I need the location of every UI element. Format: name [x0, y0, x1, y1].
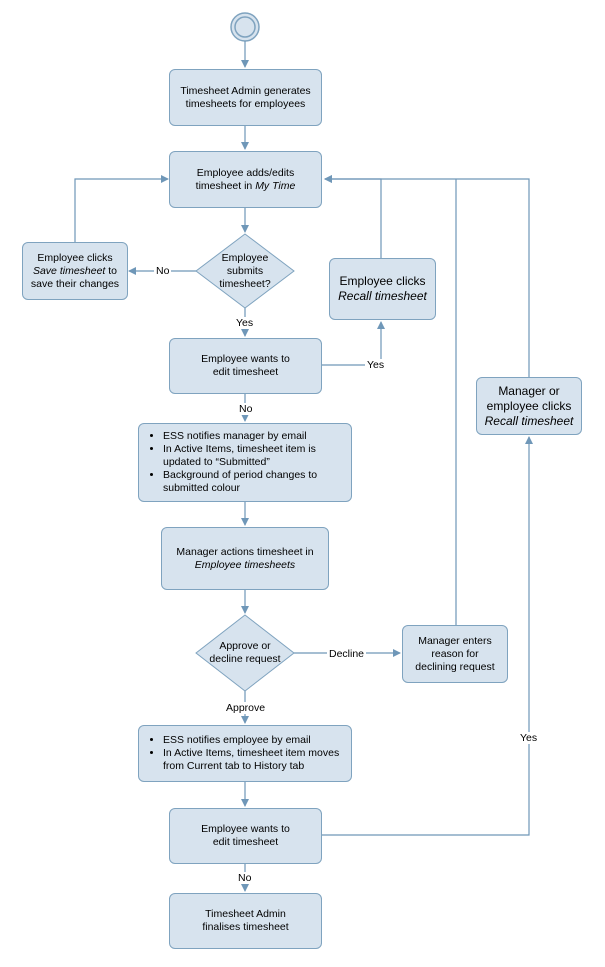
recall-timesheet-text: Recall timesheet	[484, 413, 574, 428]
generate-timesheets-node: Timesheet Admin generates timesheets for…	[169, 69, 322, 126]
employee-wants-edit-node-1: Employee wants to edit timesheet	[169, 338, 322, 394]
node-text-line: edit timesheet	[212, 366, 279, 378]
list-item: ESS notifies manager by email	[163, 430, 343, 443]
edge-label-yes-submit: Yes	[234, 317, 256, 329]
decline-reason-node: Manager enters reason for declining requ…	[402, 625, 508, 683]
edge-label-no-save: No	[154, 265, 172, 277]
decision-text-line: decline request	[209, 653, 281, 665]
employee-wants-edit-node-2: Employee wants to edit timesheet	[169, 808, 322, 864]
edge-recallmgr-adds	[324, 175, 530, 377]
list-item: Background of period changes to submitte…	[163, 469, 343, 495]
edge-label-no-edit-2: No	[236, 872, 254, 884]
node-text-line: Employee wants to	[201, 823, 290, 835]
notify-manager-node: ESS notifies manager by email In Active …	[138, 423, 352, 502]
node-text-line: Employee adds/edits	[196, 166, 295, 179]
employee-recall-node: Employee clicks Recall timesheet	[329, 258, 436, 320]
node-text-line: Employee timesheets	[195, 559, 295, 572]
save-timesheet-text: Save timesheet	[32, 264, 106, 277]
decision-text-line: submits	[226, 264, 264, 277]
edge-wants2-recallmgr	[322, 436, 533, 836]
manager-recall-node: Manager or employee clicks Recall timesh…	[476, 377, 582, 435]
save-timesheet-node: Employee clicks Save timesheet to save t…	[22, 242, 128, 300]
my-time-text: My Time	[255, 179, 296, 192]
notify-employee-list: ESS notifies employee by email In Active…	[149, 734, 343, 773]
node-text-line: employee clicks	[486, 398, 572, 413]
node-text-line: Save timesheet to	[33, 265, 117, 278]
node-text-line: declining request	[415, 660, 495, 673]
decision-approve-label: Approve or decline request	[200, 638, 290, 668]
edge-label-approve: Approve	[224, 702, 268, 714]
employee-timesheets-text: Employee timesheets	[194, 558, 296, 571]
decision-submits-label: Employee submits timesheet?	[205, 250, 285, 292]
node-text-line: Timesheet Admin	[205, 908, 286, 920]
node-text-line: reason for	[431, 647, 479, 660]
edge-label-yes-recall: Yes	[365, 359, 387, 371]
node-text-line: Employee clicks	[339, 274, 426, 288]
notify-employee-node: ESS notifies employee by email In Active…	[138, 725, 352, 782]
node-text-line: Recall timesheet	[485, 414, 574, 429]
employee-adds-edits-node: Employee adds/edits timesheet in My Time	[169, 151, 322, 208]
edge-save-adds	[74, 175, 169, 242]
edge-label-decline: Decline	[327, 648, 367, 660]
edge-recall-adds	[324, 175, 382, 258]
edge-label-yes-recall-mgr: Yes	[518, 732, 540, 744]
node-text-line: finalises timesheet	[202, 921, 289, 933]
node-text-line: Manager actions timesheet in	[176, 545, 314, 558]
node-text-line: save their changes	[30, 277, 120, 290]
node-text-line: Recall timesheet	[338, 289, 427, 304]
decision-text-line: Employee	[221, 251, 269, 264]
node-text-line: edit timesheet	[212, 836, 279, 848]
node-text: timesheet in	[195, 179, 256, 192]
recall-timesheet-text: Recall timesheet	[338, 289, 427, 303]
node-text-line: Manager or	[498, 383, 560, 398]
list-item: In Active Items, timesheet item moves fr…	[163, 747, 343, 773]
notify-manager-list: ESS notifies manager by email In Active …	[149, 430, 343, 495]
node-text-line: Employee wants to	[201, 353, 290, 365]
finalise-timesheet-node: Timesheet Admin finalises timesheet	[169, 893, 322, 949]
list-item: In Active Items, timesheet item is updat…	[163, 443, 343, 469]
decision-text-line: Approve or	[219, 640, 271, 652]
node-text-line: Manager enters	[418, 634, 492, 647]
node-text-line: Timesheet Admin generates	[180, 84, 311, 97]
node-text-line: timesheets for employees	[185, 97, 306, 110]
decision-text-line: timesheet?	[219, 277, 271, 290]
start-node	[230, 12, 260, 42]
node-text: to	[105, 264, 118, 277]
manager-actions-node: Manager actions timesheet in Employee ti…	[161, 527, 329, 590]
edge-label-no-edit-1: No	[237, 403, 255, 415]
node-text-line: timesheet in My Time	[196, 180, 296, 193]
node-text-line: Employee clicks	[37, 251, 113, 264]
list-item: ESS notifies employee by email	[163, 734, 343, 747]
